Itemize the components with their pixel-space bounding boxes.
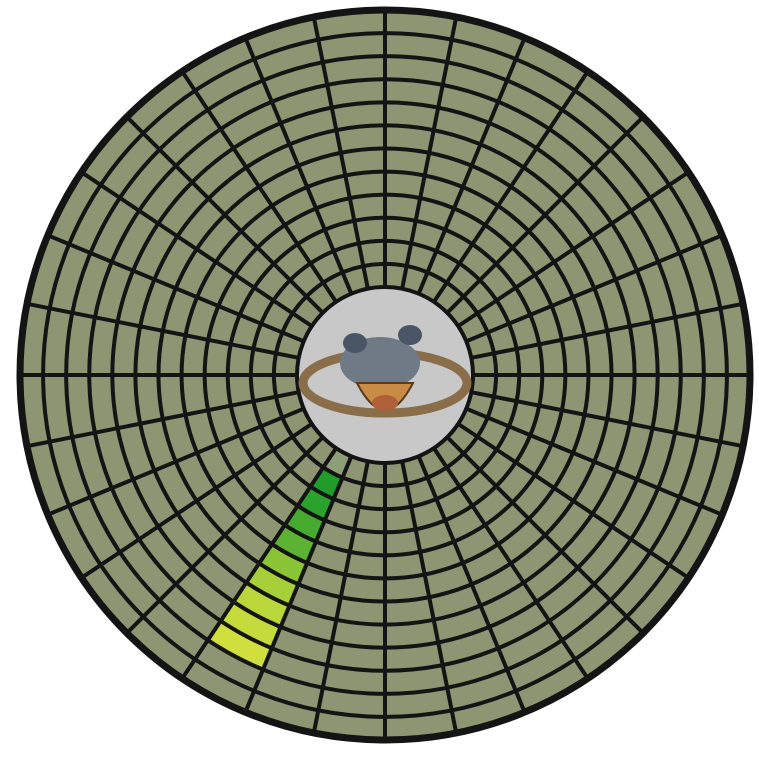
logo-tongue — [372, 395, 398, 411]
logo-ear-left — [343, 333, 367, 353]
logo-ear-right — [398, 325, 422, 345]
